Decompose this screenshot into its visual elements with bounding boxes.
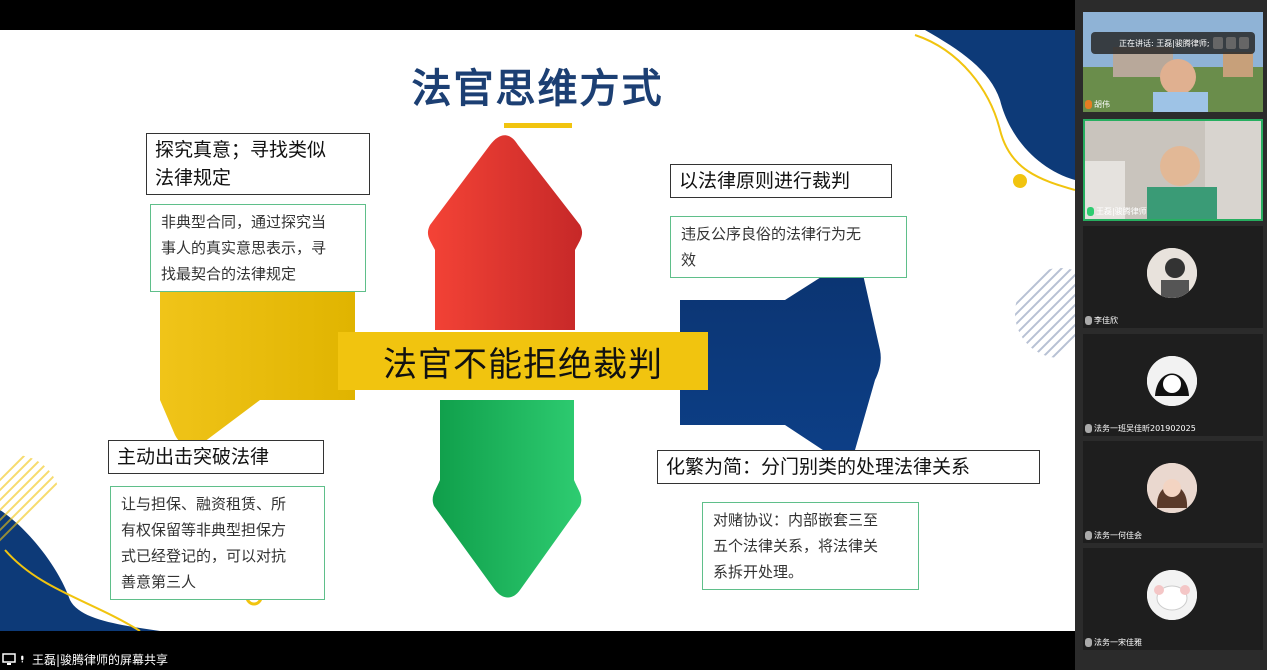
screen-share-icon — [2, 653, 16, 665]
participant-tile-active[interactable]: 王磊|骏腾律师 — [1083, 119, 1263, 221]
detail-line: 系拆开处理。 — [713, 563, 804, 581]
slide-decoration — [0, 30, 1075, 631]
detail-line: 事人的真实意思表示，寻 — [161, 239, 327, 257]
share-label: 王磊|骏腾律师的屏幕共享 — [32, 652, 169, 667]
mic-icon — [1085, 638, 1092, 647]
navy-blob-bottom-left — [0, 510, 160, 631]
participant-tile[interactable]: 法务一何佳会 — [1083, 441, 1263, 543]
heading-line: 以法律原则进行裁判 — [679, 170, 851, 192]
detail-line: 效 — [681, 251, 697, 269]
video-thumbnail — [1083, 12, 1263, 112]
heading-line: 主动出击突破法律 — [117, 446, 270, 468]
detail-box-bottom-right: 对赌协议：内部嵌套三至 五个法律关系，将法律关 系拆开处理。 — [702, 502, 919, 590]
participant-name-tag: 法务一宋佳雅 — [1085, 637, 1142, 648]
detail-line: 五个法律关系，将法律关 — [713, 537, 879, 555]
heading-box-bottom-left: 主动出击突破法律 — [108, 440, 324, 474]
detail-line: 违反公序良俗的法律行为无 — [681, 225, 862, 243]
speaking-label: 正在讲话: 王磊|骏腾律师; — [1119, 38, 1210, 48]
mic-muted-icon — [1085, 100, 1092, 109]
yellow-curve-top-right — [914, 34, 1075, 191]
detail-line: 让与担保、融资租赁、所 — [121, 495, 287, 513]
participant-name: 法务一何佳会 — [1094, 531, 1142, 540]
detail-line: 对赌协议：内部嵌套三至 — [713, 511, 879, 529]
participant-panel: 正在讲话: 王磊|骏腾律师; 胡伟 王磊|骏腾律师 李佳欣 — [1075, 0, 1267, 670]
participant-name-tag: 法务一班吴佳昕201902025 — [1085, 423, 1196, 434]
heading-line: 探究真意；寻找类似 — [155, 139, 327, 161]
screen-share-area: 法官思维方式 探究真意；寻找类似 法律规定 非典型合同，通过探究当 事人的真实意… — [0, 30, 1075, 670]
detail-line: 有权保留等非典型担保方 — [121, 521, 287, 539]
heading-box-bottom-right: 化繁为简：分门别类的处理法律关系 — [657, 450, 1040, 484]
presentation-slide: 法官思维方式 探究真意；寻找类似 法律规定 非典型合同，通过探究当 事人的真实意… — [0, 30, 1075, 631]
detail-box-bottom-left: 让与担保、融资租赁、所 有权保留等非典型担保方 式已经登记的，可以对抗 善意第三… — [110, 486, 325, 600]
green-arrow-down — [432, 400, 582, 598]
participant-name: 法务一班吴佳昕201902025 — [1094, 424, 1196, 433]
participant-tile[interactable]: 法务一宋佳雅 — [1083, 548, 1263, 650]
mic-icon — [21, 655, 24, 663]
detail-line: 找最契合的法律规定 — [161, 265, 297, 283]
title-accent-bar — [504, 123, 572, 128]
participant-name: 法务一宋佳雅 — [1094, 638, 1142, 647]
red-arrow-up — [427, 135, 583, 330]
participant-name: 胡伟 — [1094, 100, 1110, 109]
slide-title: 法官思维方式 — [411, 66, 664, 112]
participant-name-tag: 李佳欣 — [1085, 315, 1118, 326]
avatar — [1147, 463, 1197, 513]
center-banner: 法官不能拒绝裁判 — [338, 332, 708, 390]
detail-box-top-left: 非典型合同，通过探究当 事人的真实意思表示，寻 找最契合的法律规定 — [150, 204, 366, 292]
heading-line: 化繁为简：分门别类的处理法律关系 — [666, 456, 971, 478]
speaking-indicator: 正在讲话: 王磊|骏腾律师; — [1091, 32, 1255, 54]
participant-tile[interactable]: 李佳欣 — [1083, 226, 1263, 328]
detail-line: 式已经登记的，可以对抗 — [121, 547, 287, 565]
yellow-dot-right — [1013, 174, 1027, 188]
avatar — [1147, 570, 1197, 620]
detail-box-top-right: 违反公序良俗的法律行为无 效 — [670, 216, 907, 278]
navy-blob-top-right — [925, 30, 1075, 180]
participant-name: 王磊|骏腾律师 — [1096, 207, 1147, 216]
mic-icon — [1085, 531, 1092, 540]
participant-name-tag: 王磊|骏腾律师 — [1087, 206, 1147, 217]
participant-name-tag: 胡伟 — [1085, 99, 1110, 110]
avatar — [1147, 248, 1197, 298]
mic-icon — [1085, 424, 1092, 433]
blue-arrow-right — [680, 262, 881, 460]
hatched-circle-right — [1015, 268, 1075, 358]
participant-name-tag: 法务一何佳会 — [1085, 530, 1142, 541]
detail-line: 非典型合同，通过探究当 — [161, 213, 327, 231]
detail-line: 善意第三人 — [121, 573, 197, 591]
mic-active-icon — [1087, 207, 1094, 216]
participant-tile[interactable]: 法务一班吴佳昕201902025 — [1083, 334, 1263, 436]
speaker-icons — [1213, 37, 1249, 49]
mic-icon — [1085, 316, 1092, 325]
heading-line: 法律规定 — [155, 167, 232, 189]
participant-tile[interactable]: 正在讲话: 王磊|骏腾律师; 胡伟 — [1083, 12, 1263, 112]
share-status-bar: 王磊|骏腾律师的屏幕共享 — [0, 648, 1075, 670]
heading-box-top-left: 探究真意；寻找类似 法律规定 — [146, 133, 370, 195]
avatar — [1147, 356, 1197, 406]
participant-name: 李佳欣 — [1094, 316, 1118, 325]
heading-box-top-right: 以法律原则进行裁判 — [670, 164, 892, 198]
yellow-curve-bottom-left — [4, 549, 141, 631]
video-thumbnail — [1085, 121, 1261, 219]
